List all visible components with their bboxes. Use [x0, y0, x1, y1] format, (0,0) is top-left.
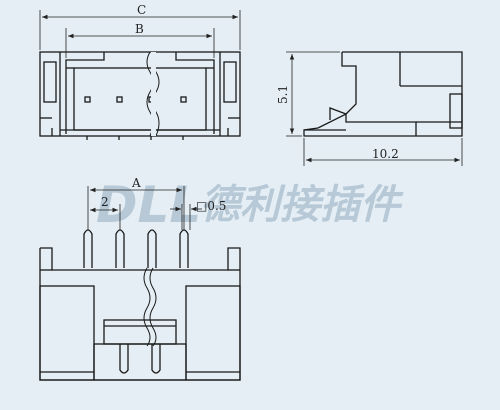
pin-2	[115, 229, 125, 268]
center-box	[93, 343, 187, 381]
center-key	[103, 319, 177, 345]
dimension-a-label: A	[131, 176, 141, 190]
watermark: DLL 德利接插件	[96, 176, 404, 234]
pin-4	[179, 229, 189, 268]
side-latch	[449, 93, 463, 129]
watermark-chinese: 德利接插件	[200, 182, 404, 228]
dimension-pin-size-label: □0.5	[196, 199, 226, 213]
dimension-depth-label: 10.2	[372, 147, 399, 161]
pin-1	[83, 229, 93, 268]
watermark-brand: DLL	[96, 176, 201, 234]
side-view	[303, 51, 463, 137]
bottom-view	[39, 247, 241, 381]
front-view	[39, 51, 241, 140]
pin-3	[147, 229, 157, 268]
bottom-housing	[39, 247, 241, 381]
side-outline	[303, 51, 463, 137]
front-housing	[39, 51, 241, 137]
bottom-dimensions	[87, 186, 202, 230]
dimension-pitch-label: 2	[101, 195, 109, 209]
dimension-b-label: B	[135, 22, 144, 36]
pins	[83, 229, 189, 268]
side-dimensions	[286, 51, 463, 166]
bottom-break-lines	[143, 267, 157, 347]
pin-square-4	[180, 96, 187, 103]
dimension-height-label: 5.1	[276, 85, 290, 104]
right-block	[185, 285, 241, 381]
pin-square-2	[116, 96, 123, 103]
right-lock-slot	[223, 61, 237, 103]
pin-square-1	[84, 96, 91, 103]
dimension-c-label: C	[137, 3, 146, 17]
left-lock-slot	[43, 61, 57, 103]
front-dimensions	[39, 10, 241, 58]
left-block	[39, 285, 95, 381]
